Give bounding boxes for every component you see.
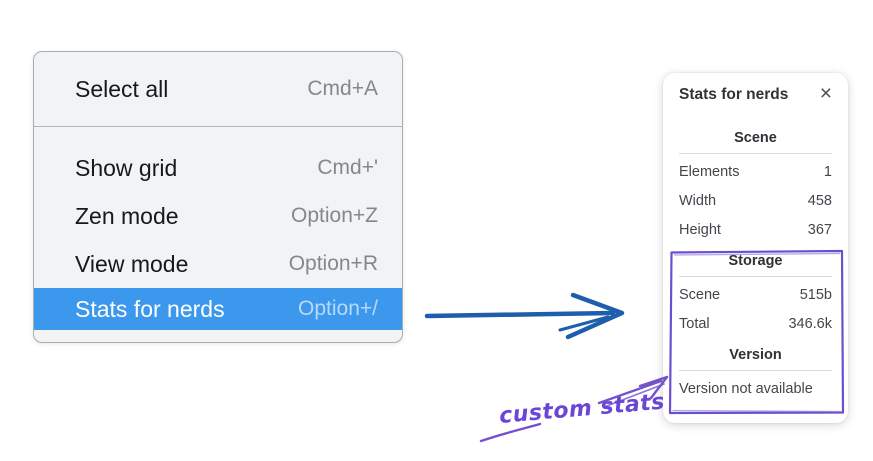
stat-label: Elements [679,164,740,180]
menu-item-view-mode[interactable]: View mode Option+R [34,240,402,288]
menu-item-label: Select all [75,75,169,102]
stats-panel-header: Stats for nerds × [679,82,832,105]
stat-row-scene-storage: Scene 515b [679,281,832,310]
close-icon[interactable]: × [819,82,832,105]
stats-panel: Stats for nerds × Scene Elements 1 Width… [663,73,848,423]
stat-value: 458 [807,193,832,209]
menu-item-zen-mode[interactable]: Zen mode Option+Z [34,192,402,240]
stat-label: Total [679,316,710,332]
stat-row-height: Height 367 [679,216,832,245]
menu-item-show-grid[interactable]: Show grid Cmd+' [34,144,402,192]
stat-label: Height [679,222,721,238]
menu-group: Show grid Cmd+' Zen mode Option+Z View m… [34,127,402,330]
section-divider [679,370,832,371]
stats-panel-title: Stats for nerds [679,86,789,103]
section-divider [679,153,832,154]
menu-item-shortcut: Option+R [288,252,378,275]
menu-item-shortcut: Option+/ [298,297,378,320]
stat-value: 346.6k [788,316,832,332]
scene-section-heading: Scene [734,130,777,146]
menu-item-shortcut: Cmd+A [307,77,378,100]
menu-item-label: Show grid [75,154,178,181]
stat-value: 1 [823,164,832,180]
context-menu: Select all Cmd+A Show grid Cmd+' Zen mod… [33,51,403,343]
stat-label: Width [679,193,717,209]
menu-item-label: Zen mode [75,202,179,229]
menu-item-label: Stats for nerds [75,295,225,322]
stat-value: 367 [807,222,832,238]
menu-item-shortcut: Cmd+' [317,156,378,179]
flow-arrow [424,292,625,340]
stat-row-width: Width 458 [679,187,832,216]
stat-value: 515b [799,287,832,303]
menu-item-stats-for-nerds[interactable]: Stats for nerds Option+/ [34,288,402,330]
storage-section-heading: Storage [728,253,783,269]
version-section-heading: Version [729,347,782,363]
stat-label: Scene [679,287,721,303]
stat-row-elements: Elements 1 [679,158,832,187]
menu-item-label: View mode [75,250,189,277]
stat-row-total-storage: Total 346.6k [679,310,832,339]
menu-divider [34,126,402,127]
version-message: Version not available [679,381,813,397]
section-divider [679,276,832,277]
annotation-label: custom stats [498,389,666,429]
menu-item-select-all[interactable]: Select all Cmd+A [34,52,402,126]
menu-item-shortcut: Option+Z [291,204,378,227]
